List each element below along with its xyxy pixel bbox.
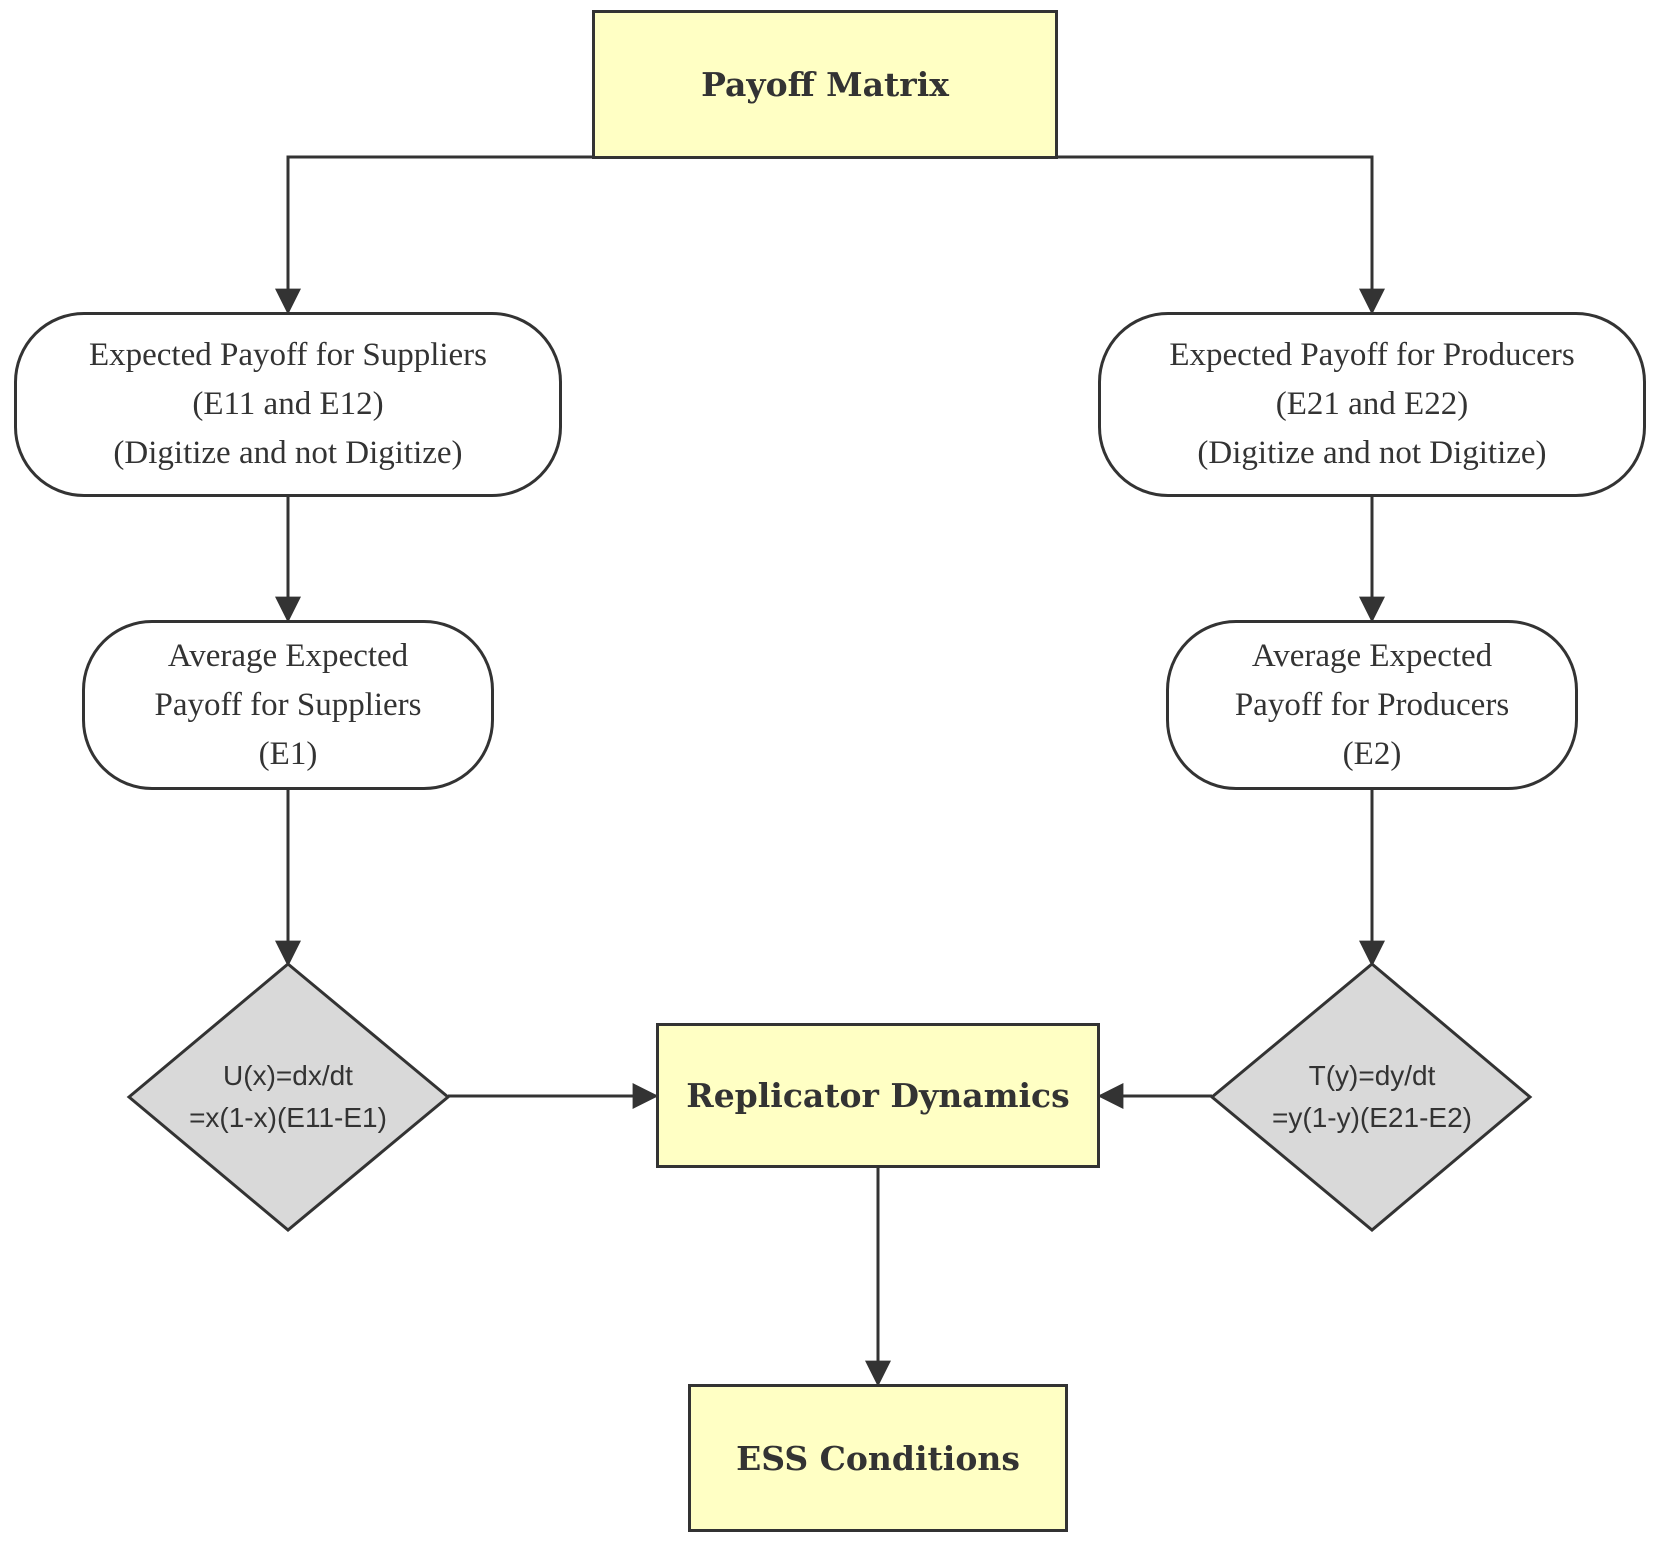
supplier-equation-line-2: =x(1-x)(E11-E1) (189, 1102, 387, 1133)
producer-equation-line-1: T(y)=dy/dt (1308, 1060, 1436, 1091)
producer-equation-diamond (1209, 962, 1533, 1232)
ess-conditions-label: ESS Conditions (736, 1438, 1020, 1478)
payoff-matrix-label: Payoff Matrix (701, 65, 949, 104)
suppliers-expected-line-1: Expected Payoff for Suppliers (88, 337, 488, 373)
suppliers-average-line-1: Average Expected (167, 637, 409, 674)
producers-expected-line-3: (Digitize and not Digitize) (1197, 435, 1547, 471)
edge-matrix-to-producers (1058, 155, 1385, 315)
suppliers-expected-line-2: (E11 and E12) (192, 386, 384, 422)
producers-average-line-3: (E2) (1342, 735, 1402, 772)
producer-equation-line-2: =y(1-y)(E21-E2) (1272, 1102, 1472, 1133)
suppliers-average-line-2: Payoff for Suppliers (154, 686, 422, 723)
producers-average-line-1: Average Expected (1251, 637, 1493, 674)
suppliers-expected-payoff-node: Expected Payoff for Suppliers (E11 and E… (14, 312, 562, 497)
supplier-equation-text: U(x)=dx/dt =x(1-x)(E11-E1) (148, 1055, 428, 1139)
supplier-equation-diamond (126, 962, 451, 1232)
edge-matrix-to-suppliers (275, 155, 592, 315)
payoff-matrix-node: Payoff Matrix (592, 10, 1058, 159)
ess-conditions-node: ESS Conditions (688, 1384, 1068, 1532)
producers-expected-payoff-node: Expected Payoff for Producers (E21 and E… (1098, 312, 1646, 497)
producer-equation-text: T(y)=dy/dt =y(1-y)(E21-E2) (1232, 1055, 1512, 1139)
suppliers-average-payoff-node: Average Expected Payoff for Suppliers (E… (82, 620, 494, 790)
replicator-dynamics-label: Replicator Dynamics (686, 1076, 1070, 1115)
producers-expected-line-1: Expected Payoff for Producers (1169, 337, 1575, 373)
suppliers-expected-line-3: (Digitize and not Digitize) (113, 435, 463, 471)
replicator-dynamics-node: Replicator Dynamics (656, 1023, 1100, 1168)
producers-average-line-2: Payoff for Producers (1234, 686, 1510, 723)
producers-expected-line-2: (E21 and E22) (1275, 386, 1469, 422)
producers-average-payoff-node: Average Expected Payoff for Producers (E… (1166, 620, 1578, 790)
suppliers-average-line-3: (E1) (258, 735, 318, 772)
supplier-equation-line-1: U(x)=dx/dt (223, 1060, 353, 1091)
